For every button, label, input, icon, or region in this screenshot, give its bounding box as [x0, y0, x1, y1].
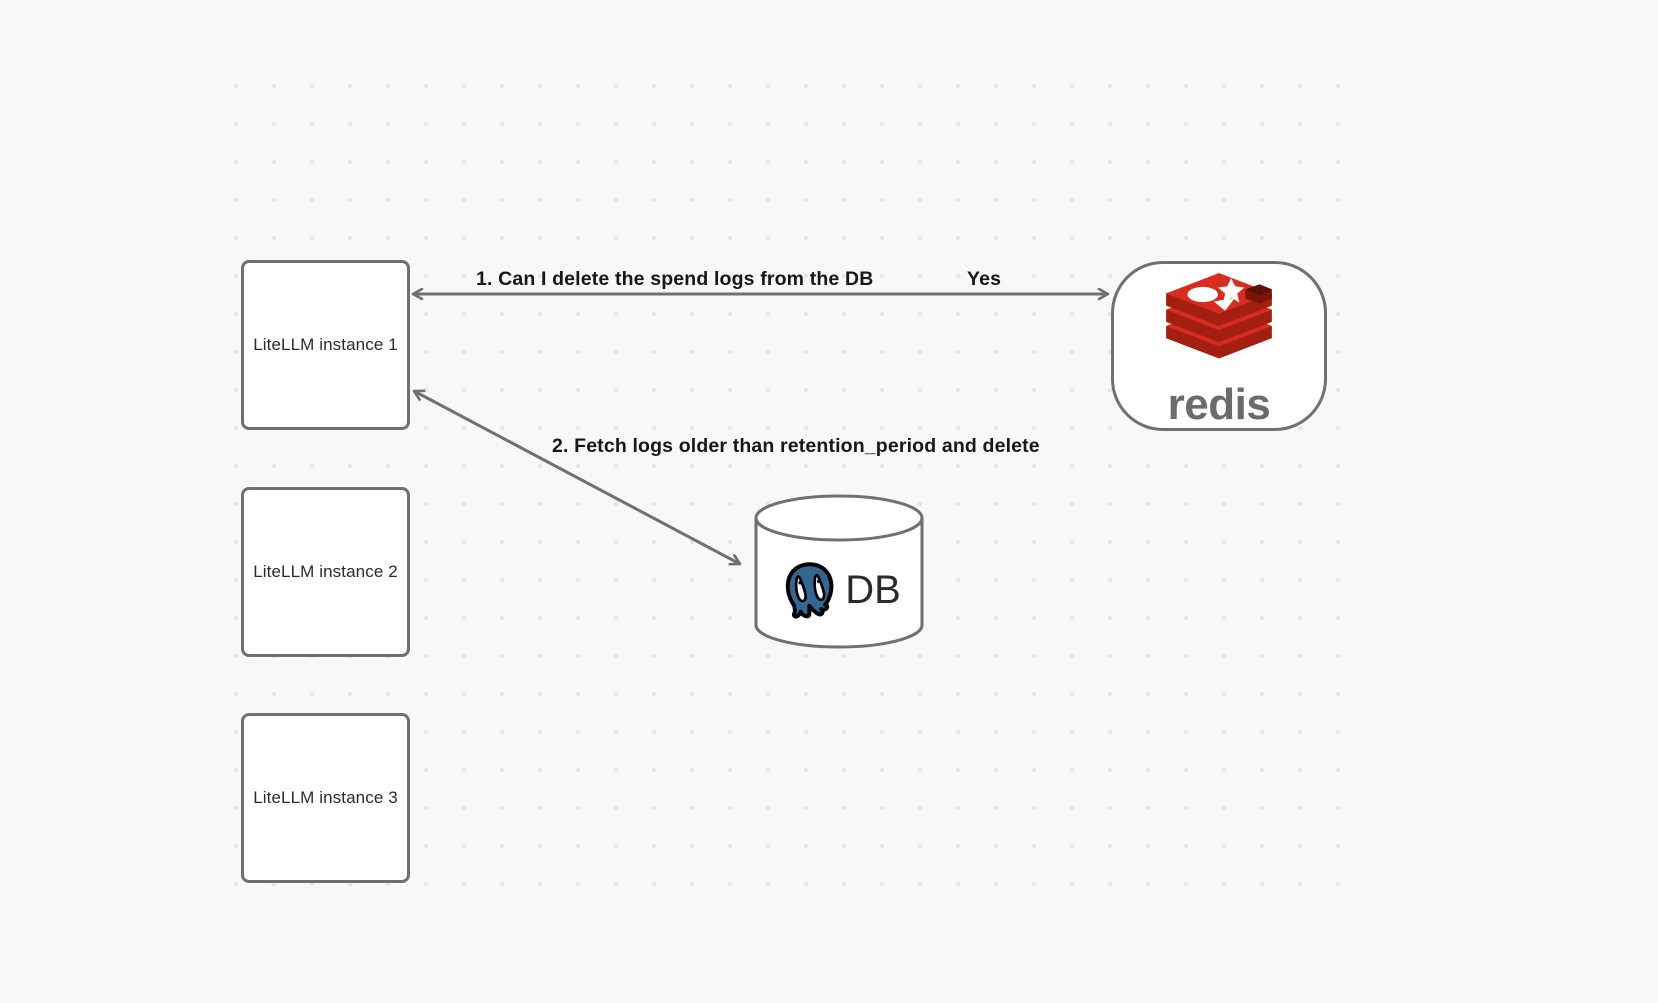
node-litellm-instance-2[interactable]: LiteLLM instance 2	[241, 487, 410, 657]
node-label: LiteLLM instance 2	[253, 562, 398, 581]
db-label: DB	[845, 568, 901, 612]
node-redis[interactable]: redis	[1111, 261, 1327, 431]
edge-label-step-2: 2. Fetch logs older than retention_perio…	[552, 435, 1040, 457]
node-label: LiteLLM instance 1	[253, 335, 398, 354]
redis-logo-icon	[1166, 273, 1272, 359]
node-litellm-instance-3[interactable]: LiteLLM instance 3	[241, 713, 410, 883]
edge-label-step-1: 1. Can I delete the spend logs from the …	[476, 268, 874, 290]
edge-llm1-db	[414, 391, 740, 564]
node-litellm-instance-1[interactable]: LiteLLM instance 1	[241, 260, 410, 430]
node-database[interactable]: DB	[753, 494, 925, 649]
edge-label-yes: Yes	[967, 268, 1002, 290]
postgresql-elephant-icon	[786, 562, 834, 619]
redis-wordmark-text: redis	[1167, 380, 1271, 429]
redis-wordmark: redis	[1168, 383, 1271, 427]
node-label: LiteLLM instance 3	[253, 788, 398, 807]
